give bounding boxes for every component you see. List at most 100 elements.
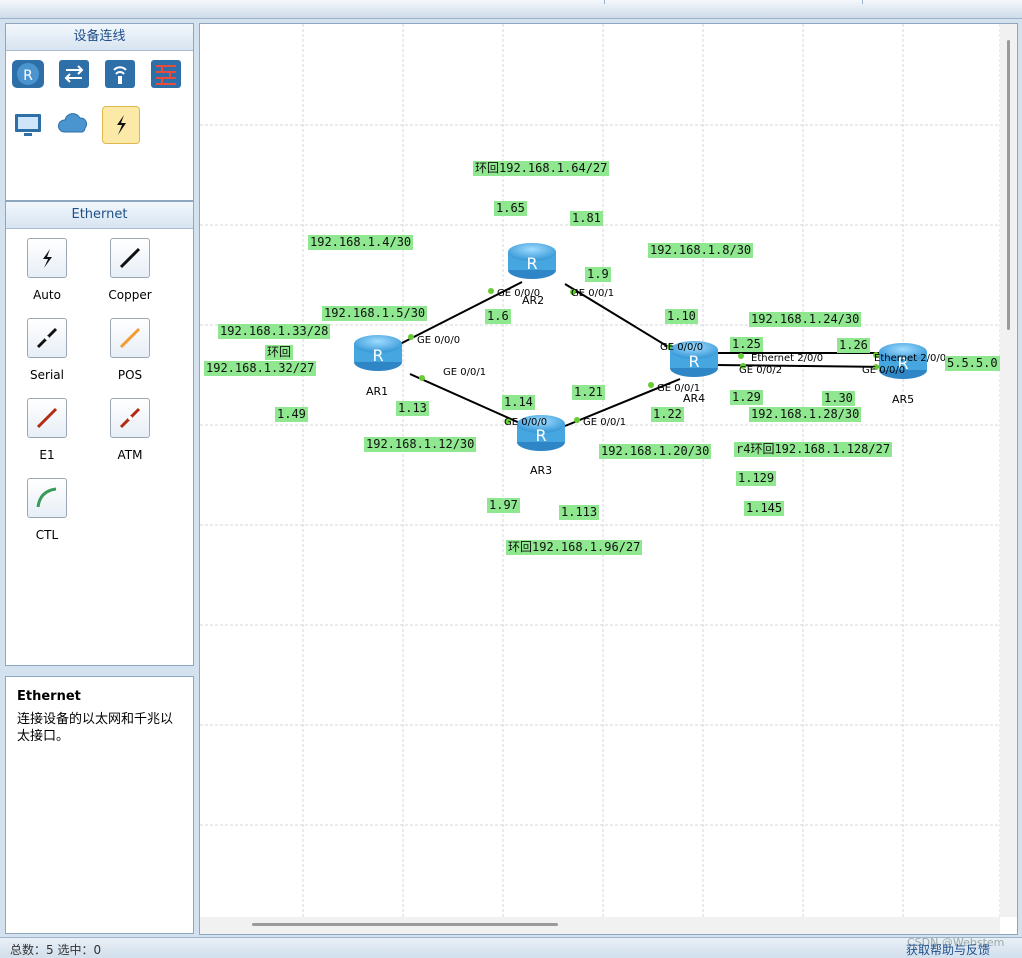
- copper-cable-icon: [110, 238, 150, 278]
- port-label: GE 0/0/0: [504, 417, 548, 428]
- e1-cable-icon: [27, 398, 67, 438]
- ctl-cable-icon: [27, 478, 67, 518]
- pc-icon[interactable]: [10, 106, 46, 142]
- text-note[interactable]: 1.49: [275, 407, 308, 422]
- port-dots: [408, 288, 879, 424]
- title-bar-segment: [0, 0, 605, 4]
- text-note[interactable]: 1.30: [822, 391, 855, 406]
- text-note[interactable]: 1.97: [487, 498, 520, 513]
- title-bar-segment: [604, 0, 863, 4]
- port-label: GE 0/0/0: [862, 365, 906, 376]
- grid: [200, 24, 1001, 917]
- serial-cable-icon: [27, 318, 67, 358]
- cloud-icon[interactable]: [56, 106, 92, 142]
- port-label: Ethernet 2/0/0: [874, 353, 947, 364]
- device-label-ar2: AR2: [522, 294, 545, 307]
- text-note[interactable]: 1.25: [730, 337, 763, 352]
- switch-icon[interactable]: [56, 56, 92, 92]
- auto-link-icon: [27, 238, 67, 278]
- link-ctl[interactable]: CTL: [17, 478, 77, 542]
- text-note[interactable]: 1.13: [396, 401, 429, 416]
- vertical-scrollbar[interactable]: [1000, 24, 1017, 917]
- text-note[interactable]: 环回192.168.1.96/27: [506, 540, 643, 555]
- text-note[interactable]: 环回192.168.1.64/27: [473, 161, 610, 176]
- svg-text:R: R: [23, 68, 33, 84]
- text-note[interactable]: 1.10: [665, 309, 698, 324]
- text-note[interactable]: 1.113: [559, 505, 600, 520]
- text-note[interactable]: 192.168.1.5/30: [322, 306, 428, 321]
- text-note[interactable]: 192.168.1.8/30: [648, 243, 754, 258]
- device-label-ar1: AR1: [366, 385, 389, 398]
- text-note[interactable]: 192.168.1.33/28: [218, 324, 331, 339]
- horizontal-scrollbar[interactable]: [200, 917, 1000, 934]
- link-label: Serial: [30, 368, 64, 382]
- info-title: Ethernet: [17, 689, 81, 704]
- text-note[interactable]: 1.22: [651, 407, 684, 422]
- port-label: GE 0/0/1: [583, 417, 627, 428]
- router-ar1[interactable]: [354, 335, 402, 371]
- link-label: POS: [117, 368, 143, 382]
- link-label: Auto: [33, 288, 61, 302]
- info-description: 连接设备的以太网和千兆以太接口。: [17, 712, 174, 744]
- text-note[interactable]: 1.29: [730, 390, 763, 405]
- device-label-ar4: AR4: [683, 392, 706, 405]
- watermark: CSDN @Webstem: [907, 936, 1005, 949]
- link-type-panel: Ethernet Auto Copper Serial POS E1 ATM C…: [5, 201, 194, 666]
- info-panel: Ethernet 连接设备的以太网和千兆以太接口。: [5, 676, 194, 934]
- port-label: GE 0/0/1: [657, 383, 701, 394]
- text-note[interactable]: 192.168.1.20/30: [599, 444, 712, 459]
- port-label: GE 0/0/0: [417, 335, 461, 346]
- link-e1[interactable]: E1: [17, 398, 77, 462]
- text-note[interactable]: 1.81: [570, 211, 603, 226]
- router-ar2[interactable]: [508, 243, 556, 279]
- device-label-ar3: AR3: [530, 464, 553, 477]
- text-note[interactable]: 1.21: [572, 385, 605, 400]
- port-label: GE 0/0/1: [443, 367, 487, 378]
- device-panel-header: 设备连线: [6, 24, 193, 51]
- status-bar: 总数：5 选中：0 CSDN @Webstem 获取帮助与反馈: [0, 936, 1022, 957]
- link-auto[interactable]: Auto: [17, 238, 77, 302]
- text-note[interactable]: 192.168.1.4/30: [308, 235, 414, 250]
- text-note[interactable]: 环回: [265, 345, 294, 360]
- text-note[interactable]: r4环回192.168.1.128/27: [734, 442, 893, 457]
- router-icon[interactable]: R: [10, 56, 46, 92]
- pos-cable-icon: [110, 318, 150, 358]
- horizontal-scrollbar-thumb[interactable]: [252, 923, 558, 926]
- port-label: GE 0/0/0: [660, 342, 704, 353]
- atm-cable-icon: [110, 398, 150, 438]
- device-panel: 设备连线 R: [5, 23, 194, 201]
- vertical-scrollbar-thumb[interactable]: [1007, 40, 1010, 330]
- link-type-panel-header: Ethernet: [6, 202, 193, 229]
- text-note[interactable]: 1.129: [736, 471, 777, 486]
- link-label: ATM: [117, 448, 143, 462]
- link-pos[interactable]: POS: [100, 318, 160, 382]
- text-note[interactable]: 5.5.5.0: [945, 356, 1000, 371]
- text-note[interactable]: 192.168.1.12/30: [364, 437, 477, 452]
- port-label: Ethernet 2/0/0: [751, 353, 824, 364]
- text-note[interactable]: 1.6: [485, 309, 511, 324]
- text-note[interactable]: 1.26: [837, 338, 870, 353]
- link-copper[interactable]: Copper: [100, 238, 160, 302]
- link-atm[interactable]: ATM: [100, 398, 160, 462]
- text-note[interactable]: 192.168.1.28/30: [749, 407, 862, 422]
- port-label: GE 0/0/1: [571, 288, 615, 299]
- port-label: GE 0/0/2: [739, 365, 783, 376]
- text-note[interactable]: 192.168.1.32/27: [204, 361, 317, 376]
- text-note[interactable]: 1.145: [744, 501, 785, 516]
- text-note[interactable]: 1.14: [502, 395, 535, 410]
- text-note[interactable]: 192.168.1.24/30: [749, 312, 862, 327]
- help-feedback-link[interactable]: 获取帮助与反馈: [906, 943, 991, 957]
- link-serial[interactable]: Serial: [17, 318, 77, 382]
- wireless-ap-icon[interactable]: [102, 56, 138, 92]
- selection-count: 总数：5 选中：0: [10, 943, 102, 957]
- text-note[interactable]: 1.65: [494, 201, 527, 216]
- link-label: Copper: [108, 288, 152, 302]
- port-label: GE 0/0/0: [497, 288, 541, 299]
- topology-canvas[interactable]: R: [199, 23, 1018, 935]
- firewall-icon[interactable]: [148, 56, 184, 92]
- lightning-icon[interactable]: [102, 106, 140, 144]
- title-bar: [0, 0, 1022, 19]
- device-label-ar5: AR5: [892, 393, 915, 406]
- text-note[interactable]: 1.9: [585, 267, 611, 282]
- link-label: E1: [39, 448, 55, 462]
